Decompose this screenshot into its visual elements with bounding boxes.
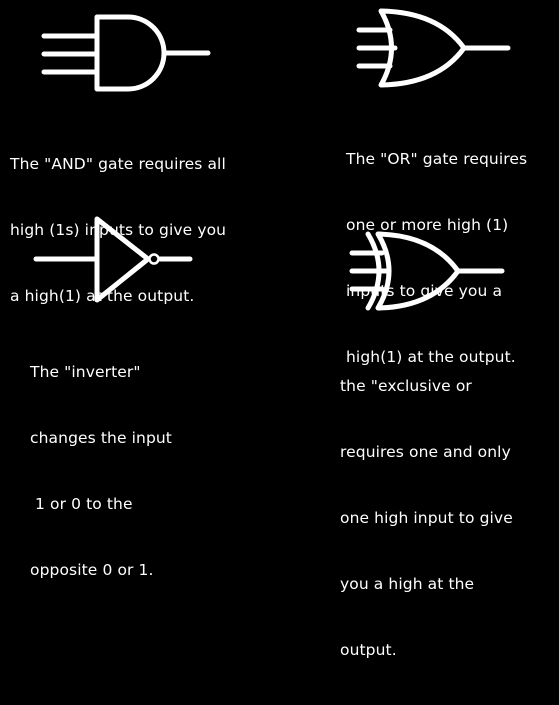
gate-symbols (33, 8, 511, 311)
xor-description-line: you a high at the (340, 575, 475, 593)
and-gate-body (94, 14, 167, 92)
xor-description-line: requires one and only (340, 443, 511, 461)
xor-description-line: one high input to give (340, 509, 513, 527)
inverter-symbol (33, 216, 193, 303)
and-description-line: high (1s) inputs to give you (10, 221, 227, 239)
xor-gate-symbol (349, 231, 505, 311)
xor-gate-description: the "exclusive or requires one and only … (340, 331, 513, 705)
or-description-line: high(1) at the output. (346, 348, 516, 366)
xor-gate-body (375, 231, 461, 311)
inverter-triangle (94, 216, 151, 303)
or-description-line: one or more high (1) (346, 216, 509, 234)
inverter-description-line: changes the input (30, 429, 172, 447)
and-description-line: The "AND" gate requires all (10, 155, 226, 173)
or-gate-symbol (356, 8, 511, 88)
xor-extra-arc (365, 231, 382, 311)
or-gate-body (378, 8, 467, 88)
or-gate-description: The "OR" gate requires one or more high … (346, 104, 527, 412)
inverter-description-line: opposite 0 or 1. (30, 561, 154, 579)
inverter-description-line: 1 or 0 to the (30, 495, 133, 513)
or-description-line: The "OR" gate requires (346, 150, 528, 168)
or-description-line: inputs to give you a (346, 282, 503, 300)
xor-description-line: output. (340, 641, 397, 659)
and-description-line: a high(1) at the output. (10, 287, 195, 305)
inverter-description-line: The "inverter" (30, 363, 141, 381)
logic-gates-diagram: The "AND" gate requires all high (1s) in… (10, 8, 527, 659)
xor-description-line: the "exclusive or (340, 377, 472, 395)
inverter-description: The "inverter" changes the input 1 or 0 … (30, 317, 172, 625)
and-gate-description: The "AND" gate requires all high (1s) in… (10, 109, 226, 351)
and-gate-symbol (41, 14, 211, 92)
